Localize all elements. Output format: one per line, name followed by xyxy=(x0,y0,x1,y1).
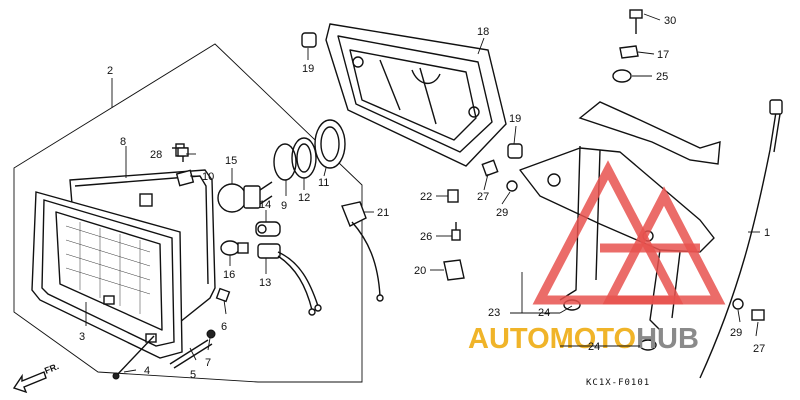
clip-20 xyxy=(443,259,465,281)
direction-label: FR. xyxy=(43,361,60,376)
collar-17 xyxy=(619,45,639,59)
callout-22: 22 xyxy=(420,191,432,203)
watermark-text: AUTOMOTOHUB xyxy=(468,323,699,355)
callout-21: 21 xyxy=(377,207,389,219)
callout-19a: 19 xyxy=(302,63,314,75)
callout-20: 20 xyxy=(414,265,426,277)
callout-15: 15 xyxy=(225,155,237,167)
leader-lines xyxy=(85,13,760,373)
headlight-unit xyxy=(31,169,216,359)
callouts: 1 2 3 4 5 6 7 8 9 10 11 12 13 14 15 16 1… xyxy=(79,15,770,381)
callout-1: 1 xyxy=(764,227,770,239)
callout-6: 6 xyxy=(221,321,227,333)
rubber-25 xyxy=(612,69,632,83)
washer-29 xyxy=(506,180,518,192)
bulb-15 xyxy=(217,181,273,213)
callout-26: 26 xyxy=(420,231,432,243)
callout-17: 17 xyxy=(657,49,669,61)
callout-4: 4 xyxy=(144,365,150,377)
callout-27b: 27 xyxy=(753,343,765,355)
switch-21 xyxy=(341,201,384,302)
callout-11: 11 xyxy=(318,177,329,189)
callout-7: 7 xyxy=(205,357,211,369)
callout-18: 18 xyxy=(477,26,489,38)
seal-rings xyxy=(273,119,346,181)
callout-29a: 29 xyxy=(496,207,508,219)
callout-9: 9 xyxy=(281,200,287,212)
bolt-22 xyxy=(447,189,459,203)
bolt-30 xyxy=(629,9,643,34)
callout-12: 12 xyxy=(298,192,310,204)
callout-29b: 29 xyxy=(730,327,742,339)
callout-27a: 27 xyxy=(477,191,489,203)
callout-28: 28 xyxy=(150,149,162,161)
callout-19b: 19 xyxy=(509,113,521,125)
assembly-outline xyxy=(13,43,363,383)
callout-3: 3 xyxy=(79,331,85,343)
callout-23: 23 xyxy=(488,307,500,319)
grommet-19a xyxy=(301,32,317,48)
callout-8: 8 xyxy=(120,136,126,148)
callout-25: 25 xyxy=(656,71,668,83)
front-direction-arrow: FR. xyxy=(12,361,60,394)
callout-13: 13 xyxy=(259,277,271,289)
socket-14 xyxy=(255,221,281,237)
callout-2: 2 xyxy=(107,65,113,77)
callout-5: 5 xyxy=(190,369,196,381)
screw-28 xyxy=(177,147,189,162)
grommet-19b xyxy=(507,143,523,159)
callout-24a: 24 xyxy=(538,307,550,319)
watermark-word-2: HUB xyxy=(636,323,699,355)
headlight-case xyxy=(325,23,507,167)
screw-26 xyxy=(451,222,461,241)
callout-10: 10 xyxy=(202,171,214,183)
callout-24b: 24 xyxy=(588,341,600,353)
watermark-word-1: AUTOMOTO xyxy=(468,323,636,355)
callout-30: 30 xyxy=(664,15,676,27)
speedometer-cable xyxy=(699,99,783,379)
socket-13 xyxy=(257,243,322,316)
drawing-code: KC1X-F0101 xyxy=(586,378,650,388)
nut-27 xyxy=(481,159,499,177)
bulb-16 xyxy=(220,240,249,256)
watermark-logo xyxy=(532,160,726,305)
callout-14: 14 xyxy=(259,199,271,211)
callout-16: 16 xyxy=(223,269,235,281)
